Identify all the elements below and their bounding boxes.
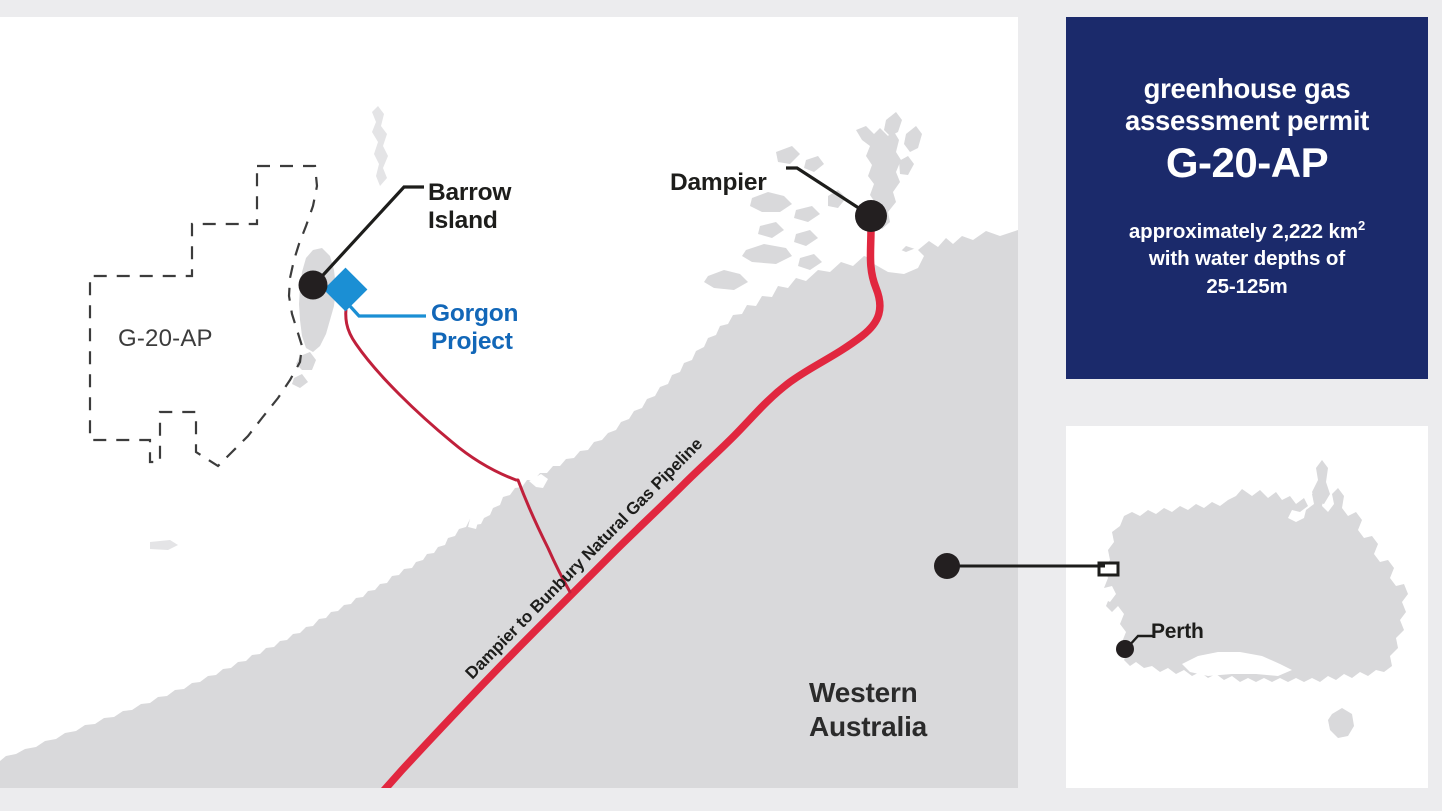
permit-area-superscript: 2 xyxy=(1357,218,1366,234)
coastal-inlet-detail xyxy=(529,474,548,488)
dampier-dot-marker xyxy=(855,200,887,232)
tasmania-landmass xyxy=(1328,708,1354,738)
perth-dot-marker xyxy=(1116,640,1134,658)
dampier-bay xyxy=(866,233,924,274)
dampier-archipelago-islands xyxy=(704,112,922,290)
montebello-islands xyxy=(372,106,388,186)
southwest-coast-detail xyxy=(1102,586,1116,602)
permit-detail: approximately 2,222 km2 with water depths… xyxy=(1086,217,1408,300)
main-map-graphic xyxy=(0,106,1018,788)
permit-info-panel: greenhouse gas assessment permit G-20-AP… xyxy=(1066,17,1428,379)
gorgon-diamond-marker xyxy=(323,267,368,312)
australia-landmass xyxy=(1104,488,1408,682)
barrow-island-south-tip xyxy=(296,352,316,370)
permit-code: G-20-AP xyxy=(1165,138,1329,186)
barrow-island-landform xyxy=(299,248,336,352)
dampier-leader-line xyxy=(786,166,872,218)
permit-heading: greenhouse gas assessment permit xyxy=(1124,73,1370,137)
small-reef-island xyxy=(150,540,178,550)
small-island-near-barrow xyxy=(292,374,308,388)
cape-york-peninsula xyxy=(1312,460,1330,504)
permit-location-highlight-box xyxy=(1097,561,1120,577)
great-australian-bight xyxy=(1182,652,1292,676)
main-map-panel: G-20-AP Barrow Island Dampier Gorgon Pro… xyxy=(0,17,1018,788)
dampier-bunbury-pipeline xyxy=(380,224,884,788)
permit-boundary-g20ap xyxy=(88,164,319,468)
australia-locator-panel xyxy=(1066,426,1428,788)
barrow-island-dot-marker xyxy=(298,270,328,300)
australia-locator-graphic xyxy=(1097,460,1408,738)
permit-depth-value: with water depths of 25-125m xyxy=(1148,247,1346,298)
coastal-inlet-detail-2 xyxy=(468,519,478,529)
permit-area-value: approximately 2,222 km xyxy=(1128,220,1358,244)
dampier-peninsula xyxy=(856,126,901,229)
barrow-island-leader-line xyxy=(311,185,424,288)
gorgon-feeder-pipeline xyxy=(344,298,572,594)
mainland-coastline xyxy=(0,230,1018,788)
gorgon-leader-line xyxy=(347,303,426,318)
